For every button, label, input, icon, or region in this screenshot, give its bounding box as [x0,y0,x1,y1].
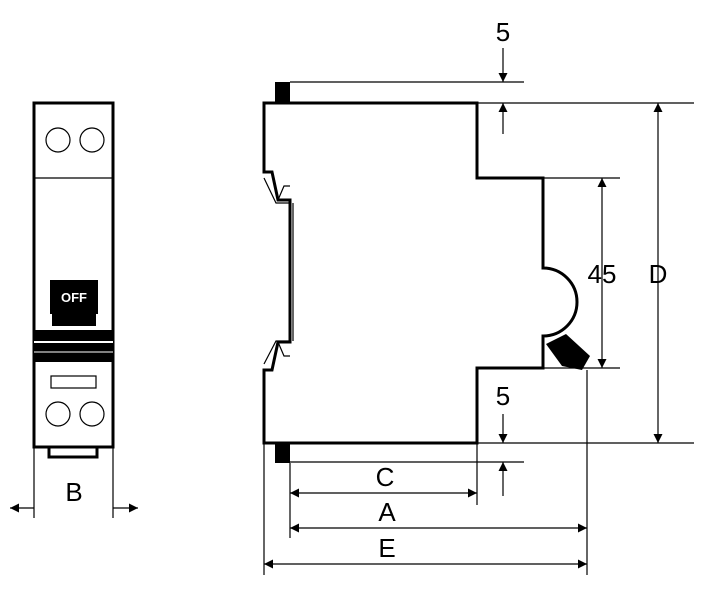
top-terminal-right [79,127,105,153]
width-label-b: B [65,477,82,507]
a-label: A [378,497,396,527]
rail-clip [47,445,99,459]
e-label: E [378,533,395,563]
label-window [50,375,97,389]
bottom-offset-label: 5 [496,381,510,411]
front-band [34,330,113,362]
toggle-base [52,314,96,326]
top-terminal-left [45,127,71,153]
toggle-handle [546,334,590,370]
overall-height-label: D [649,259,668,289]
rail-clip-lower [263,340,290,365]
bottom-terminal-right [79,401,105,427]
bottom-mounting-tab [275,443,290,463]
toggle-lever [50,280,98,314]
top-offset-label: 5 [496,17,510,47]
c-label: C [376,462,395,492]
front-view: OFF B [10,101,138,518]
front-body-outline [32,101,115,449]
side-view: 5 45 D 5 C A E [262,17,694,575]
bottom-terminal-left [45,401,71,427]
switch-label: OFF [61,290,87,305]
front-height-label: 45 [588,259,617,289]
top-mounting-tab [275,82,290,104]
rail-clip-upper [263,177,290,204]
side-body-outline [262,101,579,445]
